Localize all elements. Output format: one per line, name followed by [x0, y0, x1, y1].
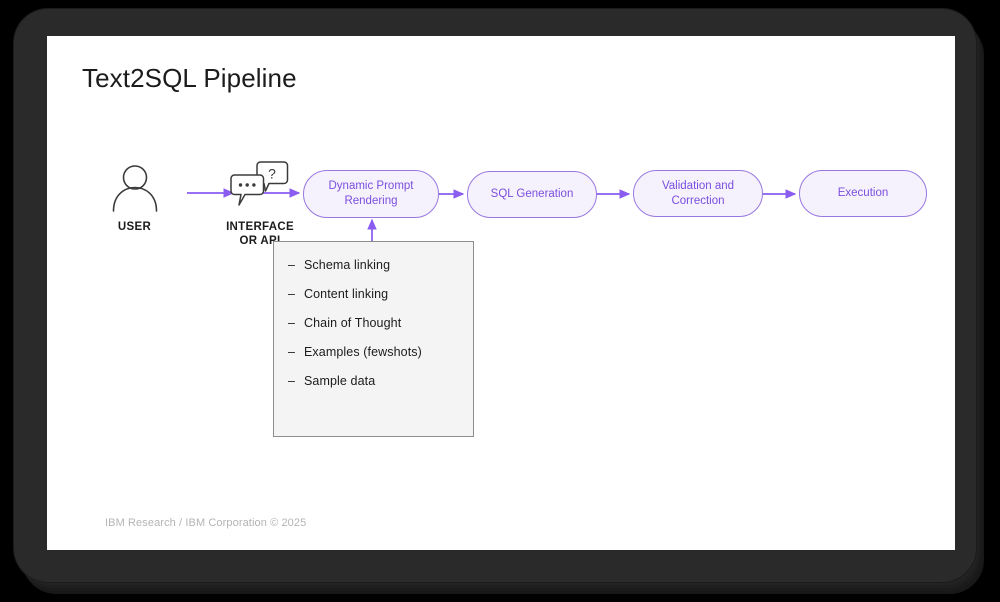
chat-bubbles-icon: ? [195, 158, 325, 213]
list-item: – Sample data [288, 374, 473, 388]
node-interface-label-line1: INTERFACE [226, 221, 294, 233]
prompt-details-box: – Schema linking – Content linking – Cha… [273, 241, 474, 437]
node-interface: ? INTERFACE OR API [195, 158, 325, 248]
list-item: – Examples (fewshots) [288, 345, 473, 359]
list-item-label: Sample data [304, 374, 376, 388]
list-item-label: Content linking [304, 287, 389, 301]
node-interface-label-line2: OR API [239, 234, 281, 247]
pipeline-diagram [187, 188, 797, 241]
stage-dynamic-prompt-line1: Dynamic Prompt [328, 180, 414, 192]
stage-sql-generation[interactable]: SQL Generation [467, 171, 597, 218]
list-item: – Schema linking [288, 258, 473, 272]
node-user-label: USER [87, 221, 182, 235]
stage-execution-line1: Execution [837, 187, 889, 199]
list-item: – Chain of Thought [288, 316, 473, 330]
node-user-label-line1: USER [117, 221, 152, 233]
stage-dynamic-prompt-line2: Rendering [344, 195, 398, 207]
list-item-label: Schema linking [304, 258, 391, 272]
page-title: Text2SQL Pipeline [82, 63, 297, 93]
stage-sql-generation-line1: SQL Generation [490, 188, 574, 200]
stage-validation-line2: Correction [671, 194, 725, 207]
bullet-dash: – [288, 374, 296, 388]
bullet-dash: – [288, 258, 296, 272]
bullet-dash: – [288, 287, 296, 301]
slide-footer: IBM Research / IBM Corporation © 2025 [105, 517, 307, 529]
stage-execution[interactable]: Execution [799, 170, 927, 217]
bullet-dash: – [288, 345, 296, 359]
list-item-label: Chain of Thought [304, 316, 402, 330]
device-bezel: Text2SQL Pipeline [14, 9, 976, 582]
stage-validation-and-correction[interactable]: Validation and Correction [633, 170, 763, 217]
stage-validation-line1: Validation and [661, 179, 735, 192]
list-item: – Content linking [288, 287, 473, 301]
node-user: USER [87, 161, 182, 235]
bullet-dash: – [288, 316, 296, 330]
node-interface-label: INTERFACE OR API [195, 221, 325, 248]
svg-text:?: ? [268, 166, 276, 182]
slide-canvas: Text2SQL Pipeline [47, 36, 955, 550]
person-icon [87, 161, 182, 213]
stage-dynamic-prompt-rendering[interactable]: Dynamic Prompt Rendering [303, 170, 439, 218]
list-item-label: Examples (fewshots) [304, 345, 422, 359]
